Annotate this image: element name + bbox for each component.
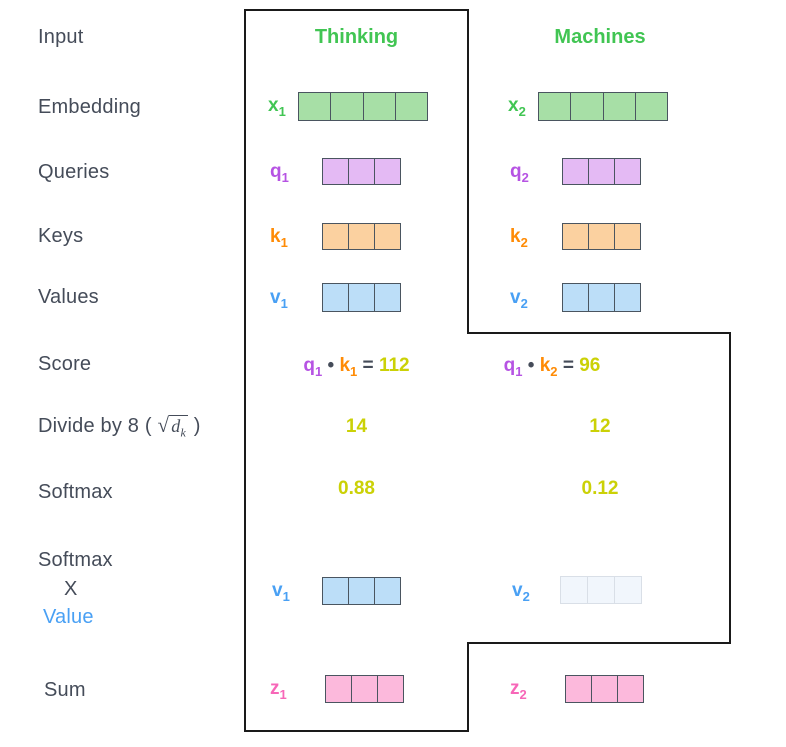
sqrt-dk-formula: √dk (157, 413, 188, 440)
vector-cell (362, 93, 395, 120)
row-label-input: Input (38, 26, 84, 48)
z1-label: z1 (270, 678, 287, 702)
column-header-machines: Machines (554, 26, 646, 48)
vector-cell (614, 577, 641, 603)
outline-path (244, 9, 731, 732)
score2-q: q1 (503, 355, 523, 379)
vector-cell (299, 93, 330, 120)
x2-label: x2 (508, 95, 526, 119)
k2-label: k2 (510, 226, 528, 250)
v2-weighted-vector-faded (560, 576, 642, 604)
v2-vector (562, 283, 641, 312)
softmax-value-machines: 0.12 (581, 478, 619, 499)
vector-cell (614, 284, 640, 311)
score1-q: q1 (303, 355, 323, 379)
column-header-thinking: Thinking (314, 26, 399, 48)
score-machines: q1 • k2 = 96 (452, 355, 652, 379)
k1-label: k1 (270, 226, 288, 250)
vector-cell (563, 159, 588, 184)
vector-cell (588, 159, 614, 184)
vector-cell (539, 93, 570, 120)
vector-cell (323, 284, 348, 311)
k2-vector (562, 223, 641, 250)
vector-cell (377, 676, 403, 702)
v1-weighted-label: v1 (272, 580, 290, 604)
row-label-divide: Divide by 8 ( √dk ) (38, 413, 201, 440)
row-label-softmax-x-value-line1: Softmax (38, 549, 113, 571)
dot-product-icon: • (527, 355, 535, 376)
vector-cell (374, 159, 400, 184)
vector-cell (566, 676, 591, 702)
softmax-value-thinking: 0.88 (338, 478, 375, 499)
row-label-sum: Sum (44, 679, 86, 701)
q2-vector (562, 158, 641, 185)
row-label-score: Score (38, 353, 92, 375)
row-label-queries: Queries (38, 161, 110, 183)
vector-cell (323, 159, 348, 184)
z2-vector (565, 675, 644, 703)
vector-cell (348, 159, 374, 184)
score-thinking: q1 • k1 = 112 (245, 355, 468, 379)
vector-cell (614, 159, 640, 184)
score2-value: 96 (579, 355, 601, 376)
row-label-embedding: Embedding (38, 96, 141, 118)
vector-cell (326, 676, 351, 702)
score1-k: k1 (339, 355, 358, 379)
divide-label-prefix: Divide by 8 ( (38, 415, 152, 437)
vector-cell (614, 224, 640, 249)
k1-vector (322, 223, 401, 250)
vector-cell (394, 93, 427, 120)
vector-cell (348, 578, 374, 604)
vector-cell (588, 224, 614, 249)
z1-vector (325, 675, 404, 703)
score1-equals: = (362, 355, 374, 376)
score2-k: k2 (539, 355, 558, 379)
dot-product-icon: • (327, 355, 335, 376)
x1-vector (298, 92, 428, 121)
row-label-values: Values (38, 286, 99, 308)
row-label-keys: Keys (38, 225, 84, 247)
vector-cell (348, 284, 374, 311)
v1-vector (322, 283, 401, 312)
v1-weighted-vector (322, 577, 401, 605)
divide-value-thinking: 14 (345, 416, 368, 437)
vector-cell (587, 577, 614, 603)
v1-label: v1 (270, 287, 288, 311)
divide-value-machines: 12 (589, 416, 611, 437)
vector-cell (323, 578, 348, 604)
v2-weighted-label: v2 (512, 580, 530, 604)
q2-label: q2 (510, 161, 529, 185)
vector-cell (561, 577, 587, 603)
vector-cell (374, 224, 400, 249)
z2-label: z2 (510, 678, 527, 702)
divide-label-suffix: ) (193, 415, 201, 437)
q1-vector (322, 158, 401, 185)
vector-cell (588, 284, 614, 311)
vector-cell (348, 224, 374, 249)
vector-cell (563, 284, 588, 311)
row-label-softmax-x-value-line2: X (64, 578, 78, 600)
vector-cell (591, 676, 617, 702)
row-label-softmax: Softmax (38, 481, 113, 503)
vector-cell (330, 93, 362, 120)
vector-cell (602, 93, 635, 120)
x1-label: x1 (268, 95, 286, 119)
vector-cell (323, 224, 348, 249)
x2-vector (538, 92, 668, 121)
vector-cell (374, 578, 400, 604)
vector-cell (634, 93, 667, 120)
vector-cell (570, 93, 602, 120)
row-label-softmax-x-value-line3: Value (43, 606, 94, 628)
vector-cell (351, 676, 377, 702)
vector-cell (563, 224, 588, 249)
vector-cell (374, 284, 400, 311)
score2-equals: = (562, 355, 574, 376)
q1-label: q1 (270, 161, 289, 185)
vector-cell (617, 676, 643, 702)
score1-value: 112 (378, 355, 410, 376)
v2-label: v2 (510, 287, 528, 311)
